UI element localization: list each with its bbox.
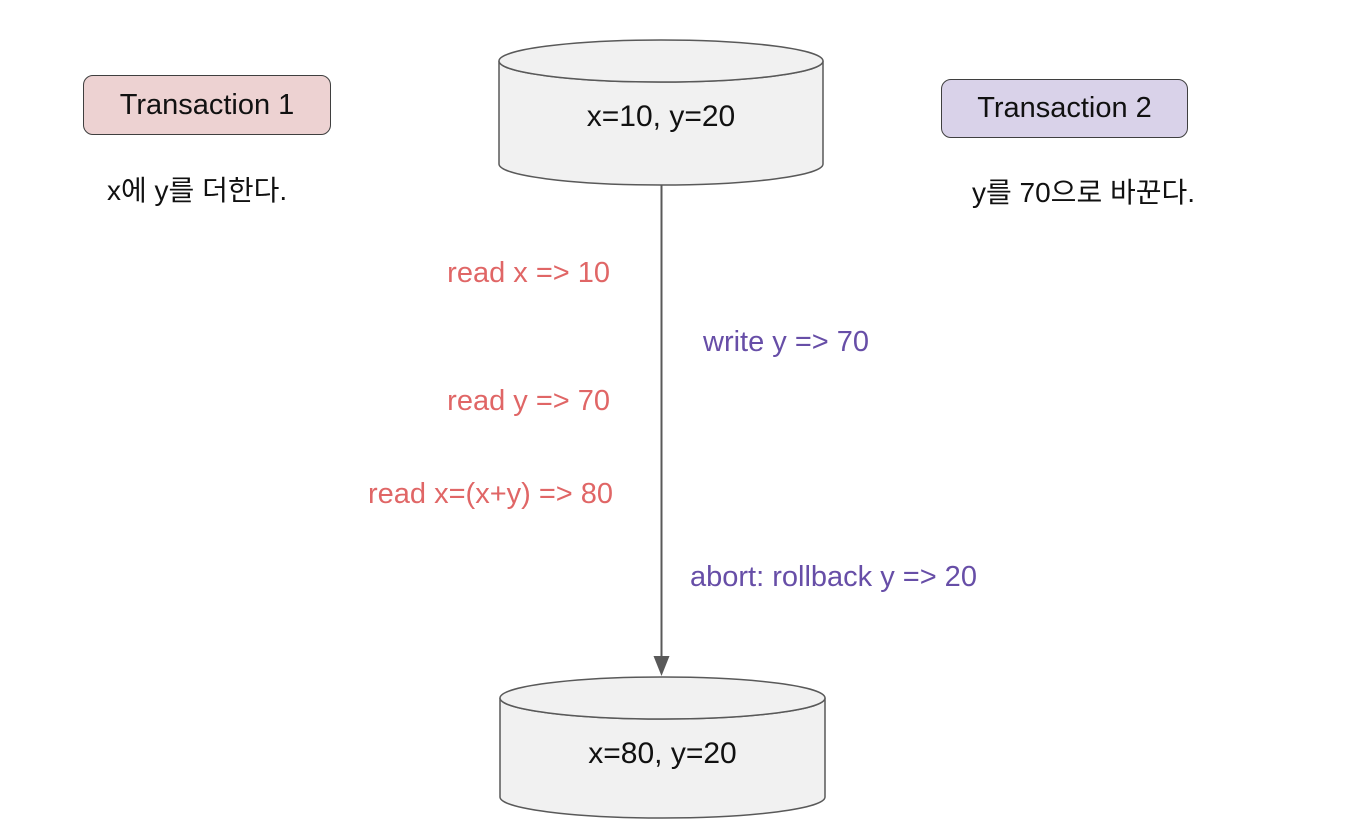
cylinder-lid (499, 676, 826, 720)
op-write-y: write y => 70 (703, 326, 870, 358)
transaction-arrow (653, 185, 670, 676)
op-abort-rollback: abort: rollback y => 20 (690, 561, 977, 593)
op-read-x: read x => 10 (447, 257, 610, 289)
transaction-2-label: Transaction 2 (977, 92, 1152, 124)
database-initial-state-label: x=10, y=20 (586, 100, 736, 133)
transaction-2-description: y를 70으로 바꾼다. (972, 177, 1196, 208)
database-cylinder-initial (498, 39, 824, 186)
transaction-1-badge: Transaction 1 (83, 75, 331, 135)
transaction-1-description: x에 y를 더한다. (107, 175, 288, 206)
op-read-y: read y => 70 (447, 385, 610, 417)
database-final-state-label: x=80, y=20 (588, 737, 737, 770)
transaction-2-badge: Transaction 2 (941, 79, 1188, 138)
cylinder-lid (498, 39, 824, 83)
database-cylinder-final (499, 676, 826, 819)
op-read-sum: read x=(x+y) => 80 (368, 478, 614, 510)
arrow-head-icon (653, 656, 670, 676)
transaction-1-label: Transaction 1 (119, 88, 295, 121)
